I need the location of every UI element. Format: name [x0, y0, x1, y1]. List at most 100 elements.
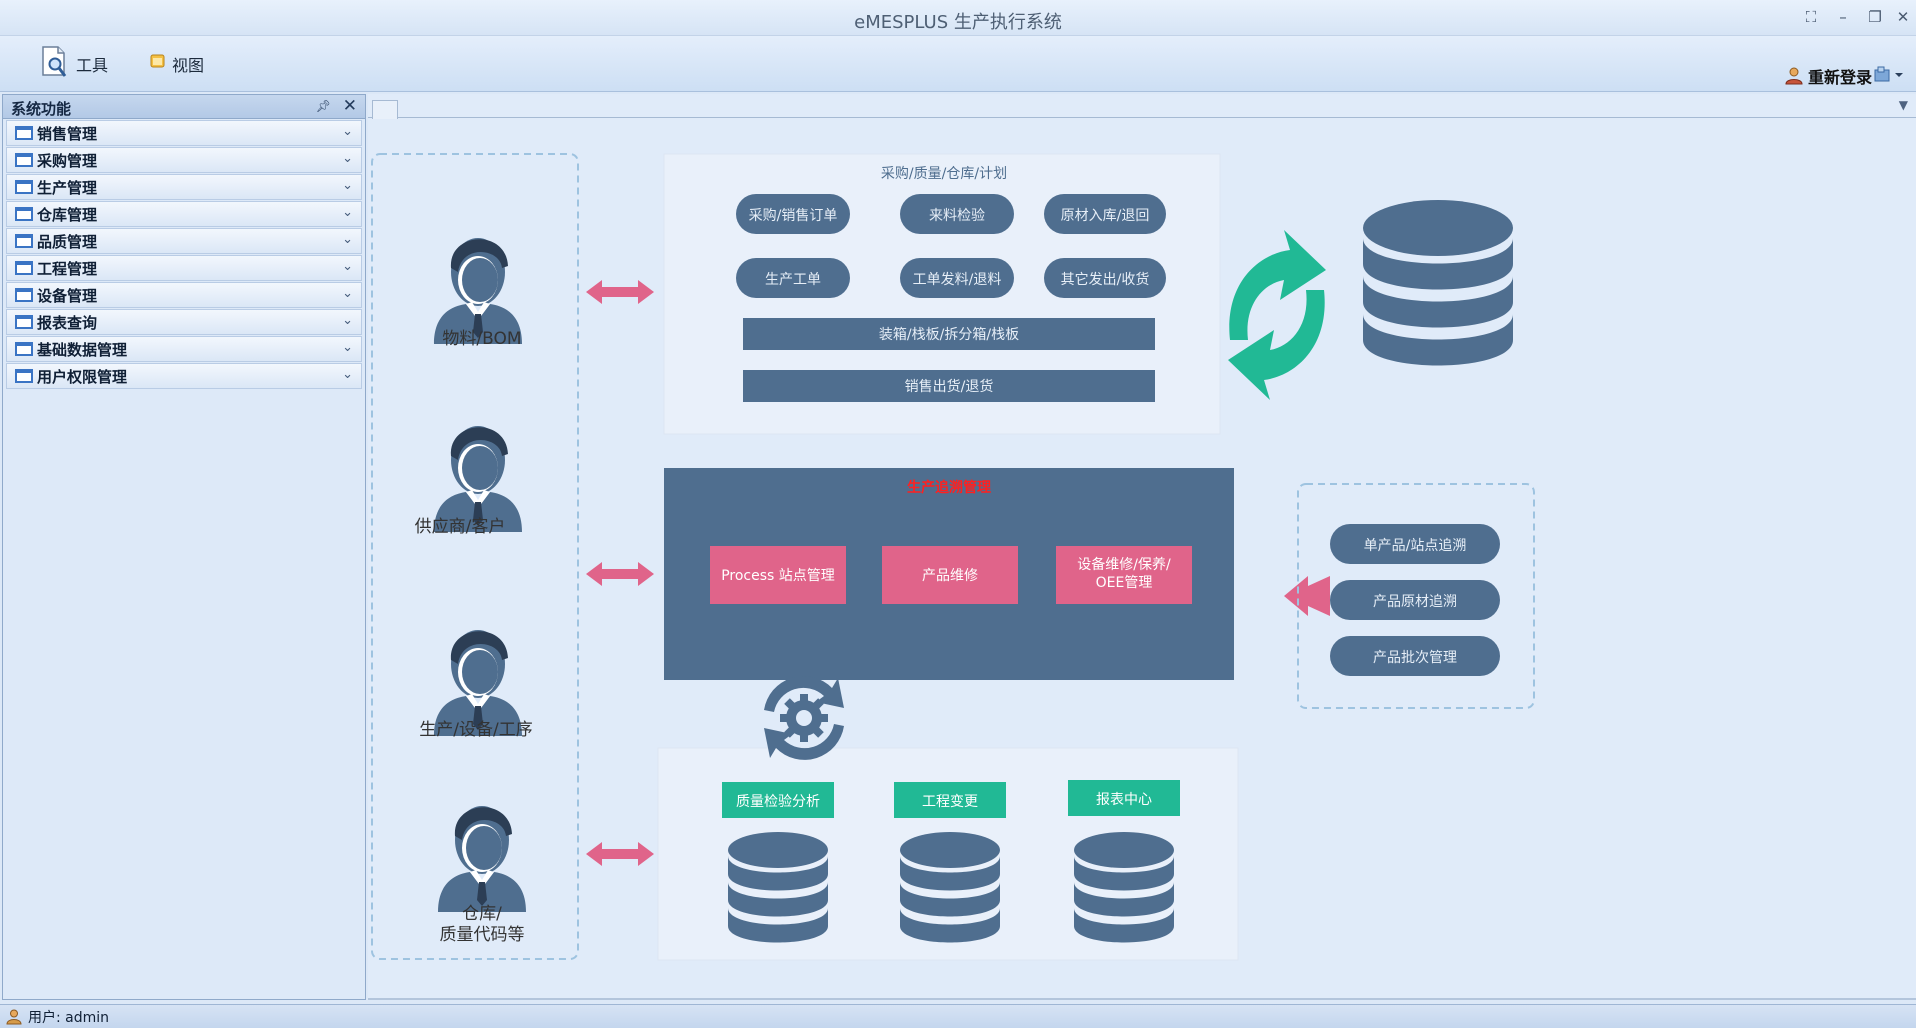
window-icon [15, 369, 33, 383]
sidebar-item-label: 采购管理 [37, 151, 98, 170]
menu-tools[interactable]: 工具 [40, 46, 108, 82]
pill-other-issue-receipt [1044, 258, 1166, 298]
app-title: eMESPLUS 生产执行系统 [854, 12, 1062, 33]
actor-warehouse-label-2: 质量代码等 [440, 925, 525, 945]
pill-label: 来料检验 [929, 208, 985, 224]
tab-dropdown-icon[interactable]: ▼ [1898, 98, 1908, 112]
bar-label: 装箱/栈板/拆分箱/栈板 [879, 327, 1019, 343]
sidebar-item-quality[interactable]: 品质管理 ⌄ [6, 228, 362, 254]
sidebar-item-label: 设备管理 [37, 286, 98, 305]
chevron-down-icon: ⌄ [342, 124, 353, 139]
chevron-down-icon: ⌄ [342, 178, 353, 193]
sidebar-item-engineering[interactable]: 工程管理⌄ [6, 255, 362, 281]
nav-list: 销售管理⌄ 采购管理⌄ 生产管理⌄ 仓库管理⌄ 品质管理⌄ 工程管理⌄ 设备管理… [3, 120, 365, 389]
sidebar-item-label: 仓库管理 [37, 205, 98, 224]
minimize-icon[interactable]: – [1839, 8, 1847, 26]
menu-view-label: 视图 [172, 56, 205, 75]
traceability-title: 生产追溯管理 [907, 479, 991, 496]
system-function-panel: 系统功能 📌︎ ✕ 销售管理⌄ 采购管理⌄ 生产管理⌄ 仓库管理⌄ 品质管理⌄ … [2, 94, 366, 1000]
trace-query-container [1297, 483, 1535, 709]
pill-label: 其它发出/收货 [1061, 271, 1150, 288]
pill-label: 生产工单 [765, 272, 821, 288]
sidebar-item-sales[interactable]: 销售管理 ⌄ [6, 120, 362, 146]
label-report-center [1068, 780, 1180, 816]
relogin-button[interactable]: 重新登录 [1785, 64, 1872, 88]
sidebar-item-label: 品质管理 [37, 232, 98, 251]
pill-label: 产品原材追溯 [1373, 594, 1457, 610]
double-arrow-icon [586, 280, 654, 304]
status-bar: 用户: admin [0, 1004, 1916, 1028]
pill-label: 单产品/站点追溯 [1364, 538, 1467, 554]
chevron-down-icon: ⌄ [342, 232, 353, 247]
label-engineering-change [894, 782, 1006, 818]
actor-supplier-label: 供应商/客户 [415, 517, 506, 537]
bar-label: 销售出货/退货 [905, 378, 994, 395]
box-equipment-oee [1056, 546, 1192, 604]
pill-raw-material-trace [1330, 580, 1500, 620]
sidebar-item-warehouse[interactable]: 仓库管理 ⌄ [6, 201, 362, 227]
title-bar: eMESPLUS 生产执行系统 ⛶ – ❐ ✕ [0, 0, 1916, 36]
panel-header: 系统功能 📌︎ ✕ [3, 95, 365, 119]
chevron-down-icon: ⌄ [342, 340, 353, 355]
window-icon [15, 261, 33, 275]
arrow-left-icon [1284, 576, 1330, 616]
pill-material-issue-return [900, 258, 1014, 298]
close-icon[interactable]: ✕ [1896, 8, 1910, 26]
view-window-icon [150, 54, 166, 74]
window-icon [15, 207, 33, 221]
pill-single-product-trace [1330, 524, 1500, 564]
pin-icon[interactable]: 📌︎ [315, 99, 331, 113]
pill-incoming-inspection [900, 194, 1014, 234]
window-icon [15, 153, 33, 167]
window-icon [15, 180, 33, 194]
status-user-text: 用户: admin [28, 1009, 110, 1026]
chevron-down-icon: ⌄ [342, 286, 353, 301]
bar-packing-pallet [743, 318, 1155, 350]
pill-label: 采购/销售订单 [749, 208, 838, 224]
box-label: 设备维修/保养/ [1077, 556, 1171, 573]
pill-material-inbound-return [1044, 194, 1166, 234]
gear-refresh-icon [764, 676, 844, 760]
bottom-label: 报表中心 [1096, 792, 1152, 808]
content-divider [368, 998, 1916, 1000]
document-tab[interactable] [372, 100, 398, 119]
sidebar-item-base-data[interactable]: 基础数据管理 ⌄ [6, 336, 362, 362]
sidebar-item-equipment[interactable]: 设备管理 ⌄ [6, 282, 362, 308]
restore-icon[interactable]: ⛶ [1805, 8, 1817, 26]
sidebar-item-user-permissions[interactable]: 用户权限管理⌄ [6, 363, 362, 389]
document-search-icon [40, 45, 70, 83]
box-product-repair [882, 546, 1018, 604]
label-quality-analysis [722, 782, 834, 818]
panel-close-icon[interactable]: ✕ [342, 96, 357, 116]
maximize-icon[interactable]: ❐ [1868, 8, 1882, 26]
tab-strip: ▼ [368, 94, 1916, 119]
double-arrow-icon [586, 562, 654, 586]
sidebar-item-purchase[interactable]: 采购管理⌄ [6, 147, 362, 173]
sidebar-item-production[interactable]: 生产管理⌄ [6, 174, 362, 200]
chevron-down-icon: ⌄ [342, 313, 353, 328]
pill-purchase-sales-order [736, 194, 850, 234]
sidebar-item-label: 用户权限管理 [37, 367, 128, 386]
user-icon [1785, 67, 1803, 85]
chevron-down-icon: ⌄ [342, 259, 353, 274]
double-arrow-icon [586, 842, 654, 866]
sync-arrows-icon [1228, 230, 1326, 400]
window-icon [15, 342, 33, 356]
sidebar-item-reports[interactable]: 报表查询⌄ [6, 309, 362, 335]
sidebar-item-label: 基础数据管理 [37, 340, 128, 359]
actor-production-label: 生产/设备/工序 [419, 720, 532, 740]
chevron-down-icon: ⌄ [342, 205, 353, 220]
box-label: Process 站点管理 [721, 568, 835, 584]
box-label: 产品维修 [922, 568, 978, 584]
menu-view[interactable]: 视图 [150, 46, 204, 82]
relogin-label: 重新登录 [1807, 68, 1872, 87]
window-icon [15, 126, 33, 140]
sidebar-item-label: 销售管理 [37, 124, 98, 143]
bottom-label: 工程变更 [922, 794, 978, 810]
panel-title: 系统功能 [11, 100, 72, 118]
layout-dropdown-icon[interactable] [1874, 66, 1904, 86]
pill-label: 产品批次管理 [1373, 650, 1457, 666]
menu-bar: 工具 视图 [0, 36, 1916, 92]
bar-sales-shipment [743, 370, 1155, 402]
pill-work-order [736, 258, 850, 298]
